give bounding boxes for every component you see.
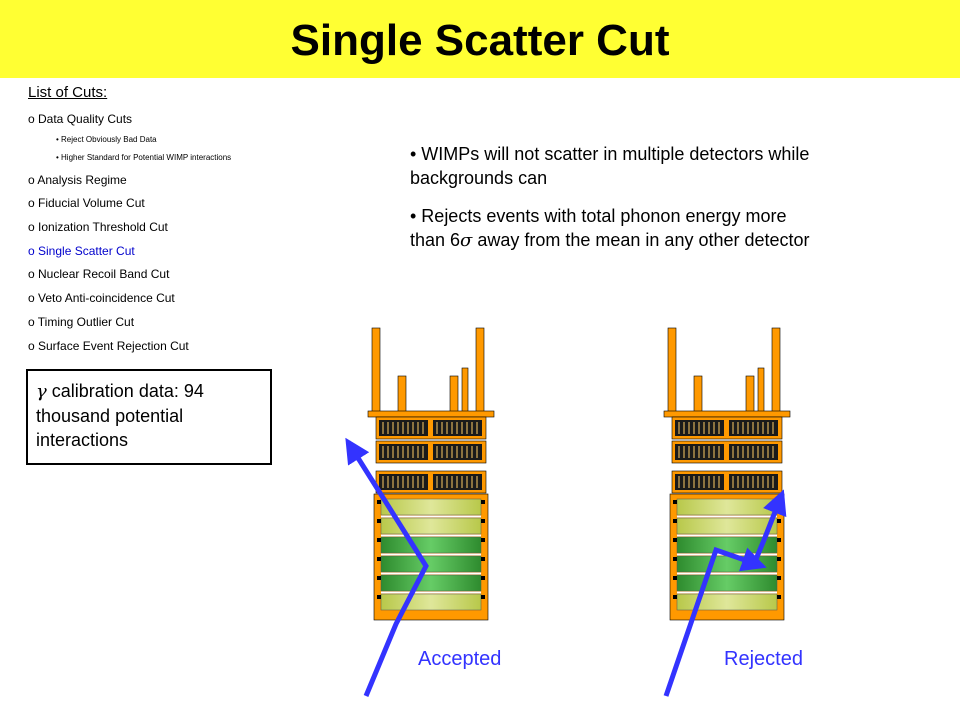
cuts-heading: List of Cuts:: [28, 84, 108, 101]
detector-diagram: [345, 327, 791, 697]
cut-item-single-scatter: o Single Scatter Cut: [28, 244, 135, 258]
cut-item-veto: o Veto Anti-coincidence Cut: [28, 291, 175, 305]
detector-tower-accepted: [367, 327, 495, 621]
cut-item-surface-event: o Surface Event Rejection Cut: [28, 339, 189, 353]
calibration-callout: γ calibration data: 94 thousand potentia…: [26, 369, 272, 465]
cut-item-nuclear-recoil: o Nuclear Recoil Band Cut: [28, 267, 170, 281]
cut-item-timing-outlier: o Timing Outlier Cut: [28, 315, 135, 329]
detector-tower-rejected: [663, 327, 791, 621]
page-title: Single Scatter Cut: [290, 16, 670, 65]
sub-item-reject-bad-data: • Reject Obviously Bad Data: [56, 135, 157, 144]
bullet-rejects: • Rejects events with total phonon energ…: [410, 204, 810, 253]
rejected-track-arrow-1: [663, 546, 767, 697]
accepted-label: Accepted: [418, 648, 502, 670]
cut-item-fiducial-volume: o Fiducial Volume Cut: [28, 196, 145, 210]
sub-item-higher-standard: • Higher Standard for Potential WIMP int…: [56, 153, 232, 162]
bullet-list: • WIMPs will not scatter in multiple det…: [410, 142, 810, 267]
accepted-track-arrow: [345, 437, 429, 697]
bullet-rejects-pre: • Rejects events with total phonon energ…: [410, 206, 787, 250]
cut-item-analysis-regime: o Analysis Regime: [28, 173, 127, 187]
title-bar: [0, 0, 960, 78]
rejected-track-arrow-2: [751, 489, 787, 565]
cut-item-ionization-threshold: o Ionization Threshold Cut: [28, 220, 168, 234]
bullet-wimps: • WIMPs will not scatter in multiple det…: [410, 144, 810, 188]
gamma-symbol: γ: [36, 381, 47, 402]
bullet-rejects-post: away from the mean in any other detector: [472, 230, 810, 250]
sigma-symbol: σ: [460, 230, 473, 251]
callout-text: calibration data: 94 thousand potential …: [36, 381, 204, 450]
rejected-label: Rejected: [724, 648, 803, 670]
cut-item-data-quality: o Data Quality Cuts: [28, 112, 133, 126]
